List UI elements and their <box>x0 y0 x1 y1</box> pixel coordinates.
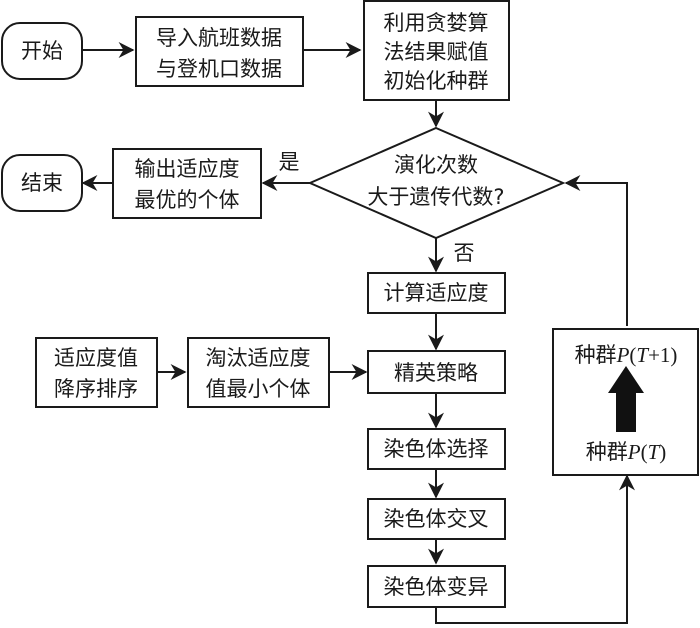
population-next-open-paren: ( <box>629 343 636 367</box>
decision-line-2: 大于遗传代数? <box>367 185 504 209</box>
population-next-suffix: +1 <box>648 343 670 367</box>
start-label: 开始 <box>21 39 63 63</box>
compute-fitness-label: 计算适应度 <box>384 281 489 305</box>
elite-strategy-node: 精英策略 <box>367 350 506 394</box>
population-next-label: 种群P(T+1) <box>575 343 678 367</box>
edges <box>81 42 635 624</box>
chromosome-crossover-node: 染色体交叉 <box>367 498 506 540</box>
init-population-line-2: 法结果赋值 <box>384 40 489 64</box>
start-node: 开始 <box>1 22 83 80</box>
decision-line-1: 演化次数 <box>394 153 478 177</box>
population-curr-arg: T <box>648 440 661 464</box>
no-label: 否 <box>454 241 475 265</box>
chromosome-crossover-label: 染色体交叉 <box>384 507 489 531</box>
chromosome-selection-node: 染色体选择 <box>367 428 506 470</box>
end-label: 结束 <box>21 171 63 195</box>
chromosome-mutation-node: 染色体变异 <box>367 565 506 608</box>
init-population-line-3: 初始化种群 <box>384 69 489 93</box>
output-best-node: 输出适应度 最优的个体 <box>112 148 262 219</box>
import-data-node: 导入航班数据 与登机口数据 <box>135 16 304 87</box>
output-best-line-2: 最优的个体 <box>135 188 240 212</box>
chromosome-selection-label: 染色体选择 <box>384 437 489 461</box>
compute-fitness-node: 计算适应度 <box>367 272 506 314</box>
eliminate-lowest-line-1: 淘汰适应度 <box>206 346 311 370</box>
elite-strategy-label: 精英策略 <box>394 361 478 385</box>
population-curr-open-paren: ( <box>641 440 648 464</box>
decision-node: 演化次数 大于遗传代数? <box>307 126 566 240</box>
population-update-node: 种群P(T+1) 种群P(T) <box>552 328 699 476</box>
output-best-line-1: 输出适应度 <box>135 157 240 181</box>
population-next-prefix: 种群 <box>575 343 617 367</box>
chromosome-mutation-label: 染色体变异 <box>384 575 489 599</box>
sort-fitness-line-1: 适应度值 <box>54 346 138 370</box>
edge-mutation-to-population <box>435 474 635 624</box>
import-data-line-1: 导入航班数据 <box>156 26 282 50</box>
sort-fitness-node: 适应度值 降序排序 <box>35 337 158 408</box>
edge-population-to-decision <box>564 175 628 326</box>
init-population-node: 利用贪婪算 法结果赋值 初始化种群 <box>363 0 510 101</box>
population-curr-prefix: 种群 <box>586 440 628 464</box>
eliminate-lowest-node: 淘汰适应度 值最小个体 <box>187 337 330 408</box>
population-curr-label: 种群P(T) <box>586 440 667 464</box>
yes-label: 是 <box>279 150 300 174</box>
import-data-line-2: 与登机口数据 <box>156 57 282 81</box>
population-next-var: P <box>616 343 630 367</box>
eliminate-lowest-line-2: 值最小个体 <box>206 377 311 401</box>
sort-fitness-line-2: 降序排序 <box>54 377 138 401</box>
population-curr-var: P <box>627 440 641 464</box>
end-node: 结束 <box>1 154 83 212</box>
population-next-arg: T <box>636 343 649 367</box>
population-next-close-paren: ) <box>670 343 677 367</box>
population-curr-close-paren: ) <box>659 440 666 464</box>
thick-up-arrow-icon <box>608 366 644 432</box>
init-population-line-1: 利用贪婪算 <box>384 11 489 35</box>
